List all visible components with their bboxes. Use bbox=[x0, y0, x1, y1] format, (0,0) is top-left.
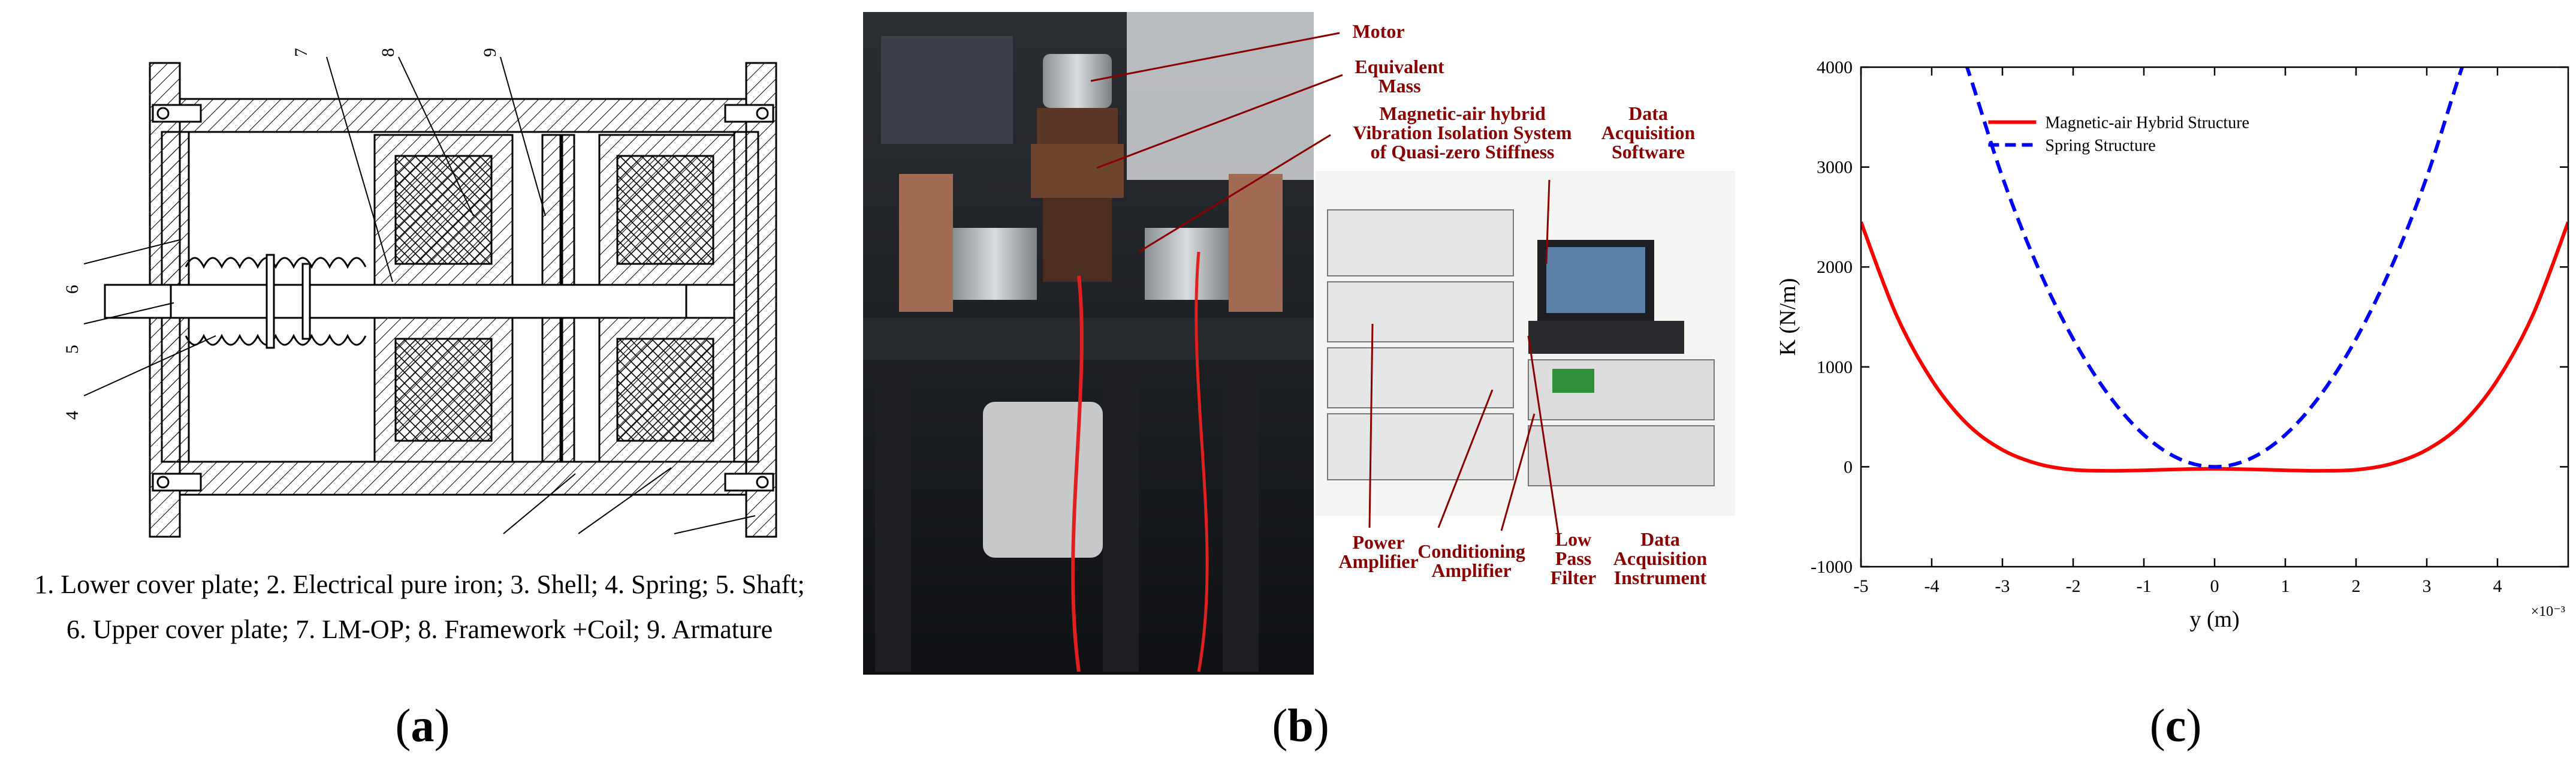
callout-power-amplifier-1: Power bbox=[1352, 531, 1404, 553]
callout-conditioning-amplifier-1: Conditioning bbox=[1417, 540, 1525, 562]
part-number-8: 8 bbox=[378, 48, 398, 57]
y-tick-label: 0 bbox=[1844, 457, 1853, 477]
caption-line-1: 1. Lower cover plate; 2. Electrical pure… bbox=[34, 570, 805, 599]
part-number-9: 9 bbox=[480, 48, 500, 57]
subfigure-label-c: (c) bbox=[2149, 699, 2202, 751]
x-tick-label: -2 bbox=[2066, 576, 2081, 596]
x-tick-label: 2 bbox=[2352, 576, 2361, 596]
part-number-6: 6 bbox=[62, 285, 82, 294]
callout-daq-instrument-3: Instrument bbox=[1614, 567, 1707, 588]
y-axis-label: K (N/m) bbox=[1775, 278, 1800, 356]
motor bbox=[1043, 54, 1112, 108]
callout-daq-software-1: Data bbox=[1628, 103, 1668, 124]
callout-daq-instrument-1: Data bbox=[1640, 528, 1680, 550]
x-tick-label: 0 bbox=[2210, 576, 2219, 596]
caption-line-2: 6. Upper cover plate; 7. LM-OP; 8. Frame… bbox=[66, 615, 773, 644]
bolt-icons bbox=[152, 104, 774, 492]
x-tick-label: 4 bbox=[2493, 576, 2502, 596]
callout-isolation-system-2: Vibration Isolation System bbox=[1353, 122, 1571, 143]
panel-b-experimental-setup: Motor Equivalent Mass Magnetic-air hybri… bbox=[863, 0, 1738, 770]
spring bbox=[185, 254, 367, 349]
x-tick-label: -5 bbox=[1854, 576, 1869, 596]
panel-a-schematic: 7 8 9 6 5 4 3 2 1 1. Lower cover plate; … bbox=[0, 0, 839, 770]
right-side-plate bbox=[1229, 174, 1283, 312]
left-side-plate bbox=[899, 174, 953, 312]
callout-equivalent-mass-1: Equivalent bbox=[1355, 56, 1444, 77]
y-tick-label: 4000 bbox=[1817, 58, 1853, 77]
x-axis-scale-note: ×10⁻³ bbox=[2531, 604, 2565, 619]
callout-low-pass-filter-1: Low bbox=[1555, 528, 1591, 550]
legend-label: Spring Structure bbox=[2045, 137, 2155, 155]
part-number-7: 7 bbox=[291, 48, 311, 57]
stiffness-line-chart: -5 -4 -3 -2 -1 0 1 2 3 4 -1000 0 1000 2000 3000 4000 y (… bbox=[1775, 58, 2569, 632]
callout-daq-software-2: Acquisition bbox=[1601, 122, 1696, 143]
x-tick-label: -1 bbox=[2137, 576, 2152, 596]
y-tick-label: -1000 bbox=[1811, 557, 1853, 577]
series-line-hybrid bbox=[1861, 221, 2568, 473]
callout-power-amplifier-2: Amplifier bbox=[1338, 551, 1418, 572]
callout-isolation-system-1: Magnetic-air hybrid bbox=[1379, 103, 1546, 124]
y-tick-label: 2000 bbox=[1817, 257, 1853, 277]
x-tick-label: -3 bbox=[1995, 576, 2010, 596]
callout-isolation-system-3: of Quasi-zero Stiffness bbox=[1371, 141, 1555, 163]
callout-motor: Motor bbox=[1352, 20, 1404, 42]
callout-low-pass-filter-3: Filter bbox=[1551, 567, 1596, 588]
electrical-iron-and-coil-left bbox=[373, 134, 514, 463]
shell-bottom bbox=[179, 461, 747, 496]
callout-conditioning-amplifier-2: Amplifier bbox=[1431, 560, 1511, 581]
isolator-cross-section-drawing: 7 8 9 6 5 4 3 2 1 bbox=[62, 48, 777, 552]
subfigure-label-a: (a) bbox=[395, 699, 450, 751]
shell-top bbox=[179, 98, 747, 133]
callout-daq-software-3: Software bbox=[1612, 141, 1685, 163]
callout-low-pass-filter-2: Pass bbox=[1555, 548, 1591, 569]
callout-daq-instrument-2: Acquisition bbox=[1613, 548, 1708, 569]
subfigure-label-b: (b) bbox=[1272, 699, 1329, 751]
y-tick-label: 3000 bbox=[1817, 158, 1853, 178]
x-axis-label: y (m) bbox=[2189, 607, 2239, 632]
x-tick-label: 3 bbox=[2423, 576, 2432, 596]
part-number-4: 4 bbox=[62, 411, 82, 420]
experimental-setup-photo: Motor Equivalent Mass Magnetic-air hybri… bbox=[863, 12, 1735, 675]
series-line-spring bbox=[1965, 67, 2465, 469]
part-number-5: 5 bbox=[62, 345, 82, 354]
x-tick-label: -4 bbox=[1925, 576, 1939, 596]
x-tick-label: 1 bbox=[2281, 576, 2290, 596]
electrical-iron-and-coil-right bbox=[598, 134, 735, 463]
shaft bbox=[104, 284, 687, 319]
panel-c-stiffness-chart: -5 -4 -3 -2 -1 0 1 2 3 4 -1000 0 1000 2000 3000 4000 y (… bbox=[1768, 0, 2576, 770]
shaker bbox=[983, 402, 1103, 558]
y-tick-label: 1000 bbox=[1817, 357, 1853, 377]
plot-frame bbox=[1860, 66, 2569, 568]
legend-label: Magnetic-air Hybrid Structure bbox=[2045, 114, 2249, 133]
callout-equivalent-mass-2: Mass bbox=[1378, 75, 1420, 97]
equivalent-mass bbox=[1037, 108, 1118, 144]
instrument-rack bbox=[1327, 209, 1715, 486]
